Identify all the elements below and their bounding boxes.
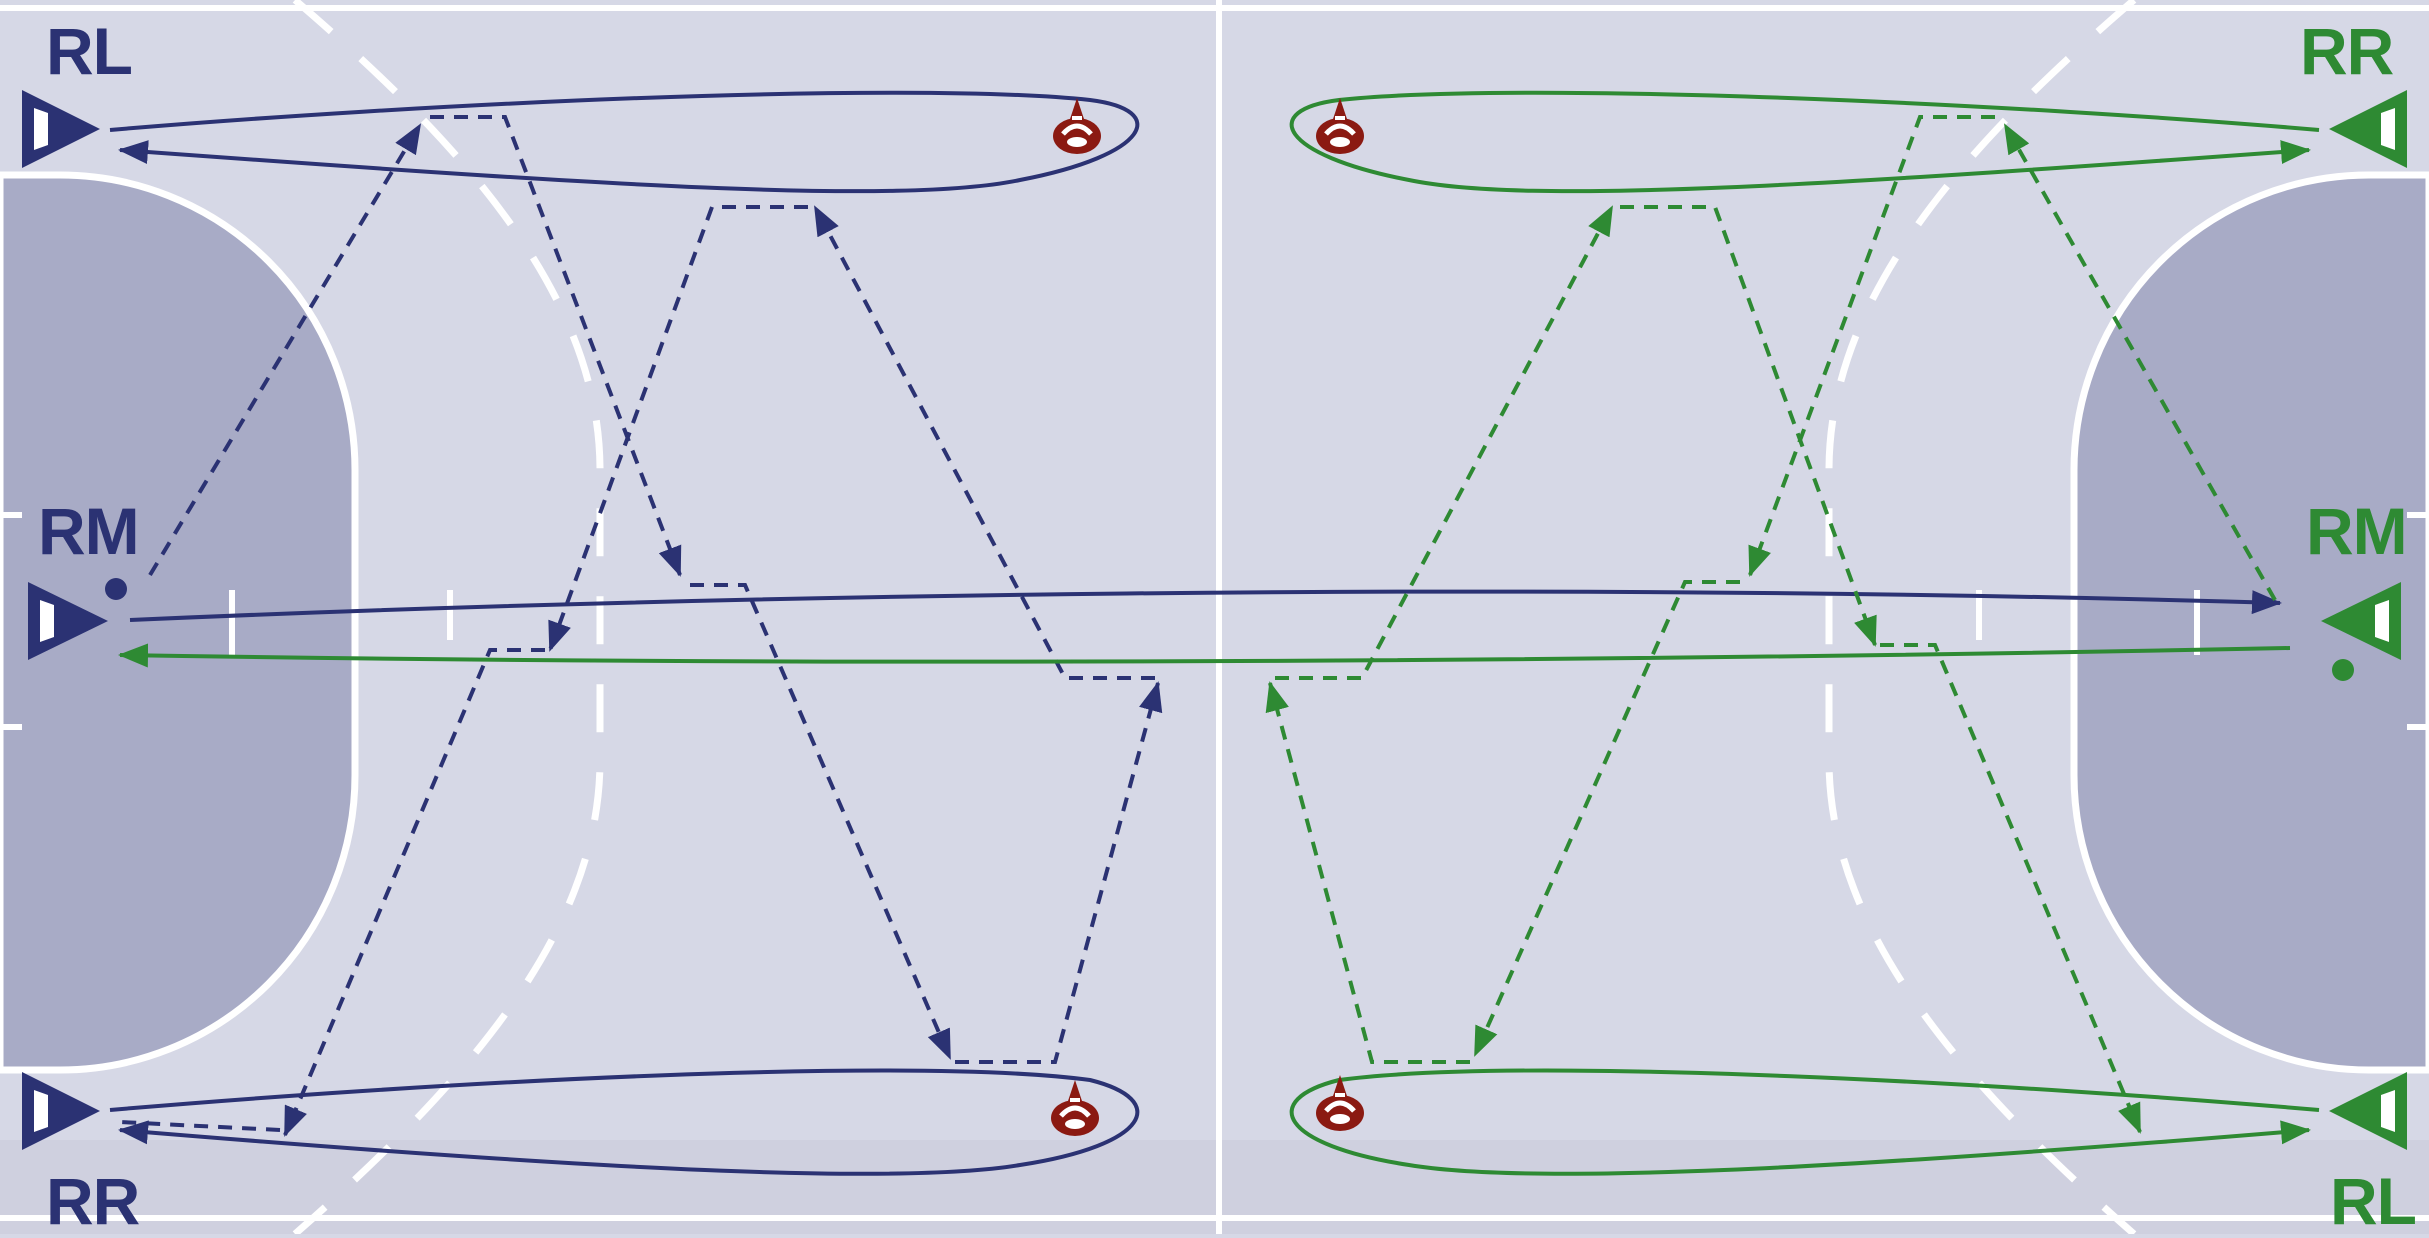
pass-rm-to-rl <box>148 123 422 577</box>
pass-run-g1 <box>1748 115 1995 577</box>
label-left-bottom: RR <box>46 1164 140 1238</box>
team-left-paths <box>109 90 2282 1176</box>
label-right-bottom: RL <box>2330 1164 2417 1238</box>
ball-dot-icon <box>105 578 127 600</box>
run-path-top-left <box>109 90 1140 194</box>
goal-area-right <box>2070 171 2429 1074</box>
label-left-top: RL <box>46 14 133 88</box>
label-left-middle: RM <box>38 494 140 568</box>
label-right-middle: RM <box>2306 494 2408 568</box>
pass-run-g4 <box>1275 205 1614 680</box>
pass-run-3 <box>955 681 1163 1064</box>
triangle-marker-icon <box>28 582 108 660</box>
pass-run-7 <box>119 1120 281 1132</box>
long-pass-blue <box>129 589 2282 622</box>
pass-rm-to-rr <box>2003 123 2277 601</box>
goal-area-left <box>0 171 359 1074</box>
run-path-bottom-left <box>109 1068 1140 1176</box>
label-right-top: RR <box>2300 14 2394 88</box>
triangle-marker-icon <box>22 1072 100 1150</box>
triangle-marker-icon <box>2321 582 2401 660</box>
triangle-marker-icon <box>2329 90 2407 168</box>
cone-icon <box>1051 1080 1099 1136</box>
ball-dot-icon <box>2332 659 2354 681</box>
pass-run-1 <box>430 115 682 577</box>
run-path-top-right <box>1289 90 2320 194</box>
cone-icon <box>1316 98 1364 154</box>
pass-run-2 <box>690 583 952 1060</box>
run-path-bottom-right <box>1289 1068 2320 1176</box>
long-pass-green <box>118 643 2291 668</box>
pass-run-5 <box>548 205 808 652</box>
pass-run-g5 <box>1620 205 1877 647</box>
pass-run-6 <box>283 648 545 1137</box>
team-left-passes <box>119 115 1163 1137</box>
triangle-marker-icon <box>22 90 100 168</box>
pass-run-4 <box>813 205 1155 680</box>
pass-run-g2 <box>1473 580 1740 1057</box>
cone-icon <box>1053 98 1101 154</box>
team-right-passes <box>1265 115 2277 1134</box>
pass-run-g3 <box>1265 681 1470 1064</box>
team-right-paths <box>118 90 2320 1176</box>
pass-run-g6 <box>1880 643 2142 1134</box>
triangle-marker-icon <box>2329 1072 2407 1150</box>
cone-icon <box>1316 1075 1364 1131</box>
